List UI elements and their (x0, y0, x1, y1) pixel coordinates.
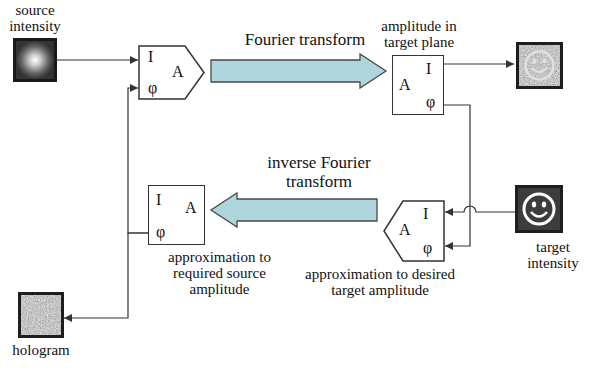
symbol-letter: A (399, 76, 411, 94)
transform-label: inverse Fourier transform (258, 153, 380, 191)
reconstructed-image (516, 42, 563, 89)
symbol-letter: A (185, 199, 197, 217)
caption-label: hologram (6, 342, 76, 358)
symbol-letter: A (399, 221, 411, 239)
caption-label: amplitude in target plane (369, 18, 469, 50)
output-leader (444, 63, 514, 64)
flow-connector (444, 105, 470, 246)
symbol-letter: φ (148, 79, 157, 97)
symbol-letter: I (148, 48, 153, 66)
transform-arrow (211, 54, 386, 88)
source-image: source intensity (13, 38, 57, 82)
image-thumbnail (13, 38, 57, 82)
field-pentagon: I Aφ (138, 45, 205, 100)
pentagon-outline (383, 200, 445, 262)
caption-label: source intensity (5, 2, 65, 34)
flow-connector (64, 233, 148, 318)
image-thumbnail (515, 185, 563, 233)
target-box: amplitude in target planeAIφ (392, 55, 444, 115)
field-pentagon: AIφapproximation to desired target ampli… (383, 200, 445, 262)
symbol-letter: I (156, 191, 161, 209)
symbol-letter: φ (426, 93, 435, 111)
symbol-letter: φ (423, 239, 432, 257)
symbol-letter: φ (156, 223, 165, 241)
transform-label: Fourier transform (220, 30, 390, 49)
flow-connector (128, 88, 148, 233)
symbol-letter: I (426, 60, 431, 78)
caption-label: approximation to desired target amplitud… (295, 266, 465, 298)
symbol-letter: I (423, 205, 428, 223)
symbol-letter: A (172, 63, 184, 81)
caption-label: target intensity (518, 239, 588, 271)
flow-connector (57, 59, 138, 60)
flow-connector (445, 206, 515, 212)
image-thumbnail (18, 292, 64, 338)
hologram-image: hologram (18, 292, 64, 338)
source-box: IAφapproximation to required source ampl… (148, 185, 205, 245)
caption-label: approximation to required source amplitu… (162, 249, 277, 297)
transform-arrow (211, 193, 377, 227)
target-image: target intensity (515, 185, 563, 233)
